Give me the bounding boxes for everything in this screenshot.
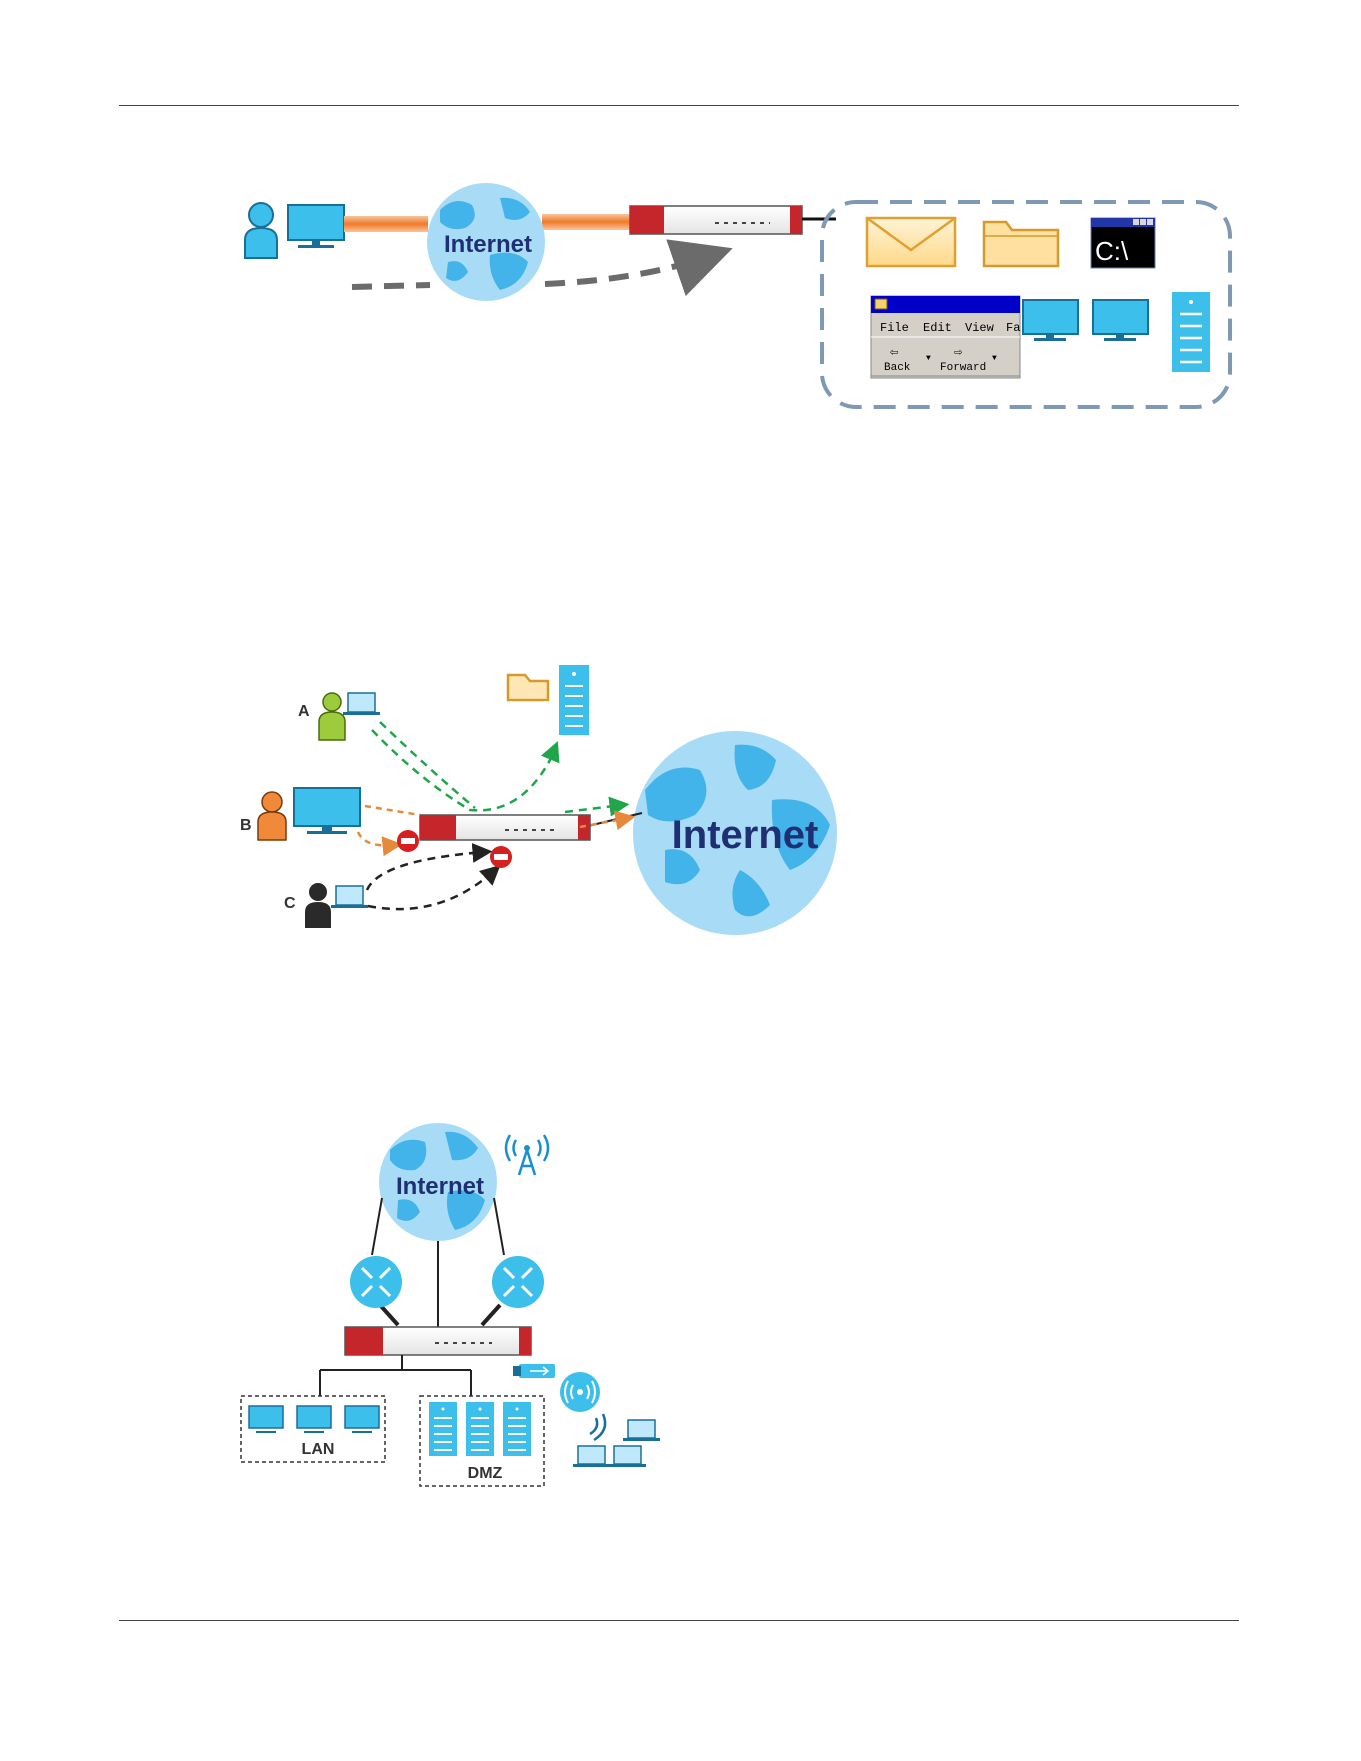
- router-left-firewall-link: [380, 1305, 398, 1325]
- server-icon: [429, 1402, 457, 1456]
- internet-label: Internet: [444, 231, 532, 258]
- globe-router-right-link: [494, 1198, 504, 1255]
- laptop-icon: [609, 1446, 646, 1467]
- lan-label: LAN: [302, 1441, 335, 1458]
- user-icon: [258, 792, 286, 840]
- folder-icon: [984, 222, 1058, 266]
- firewall-icon: [420, 815, 590, 840]
- user-a-internet-path: [565, 805, 622, 812]
- user-icon: [305, 883, 331, 928]
- wireless-signal-icon: [590, 1414, 605, 1440]
- monitor-icon: [249, 1406, 283, 1433]
- firewall-icon: [345, 1327, 531, 1355]
- user-c-blocked-path-2: [368, 870, 495, 909]
- monitor-icon: [1093, 300, 1148, 341]
- usb-dongle-icon: [513, 1364, 555, 1378]
- user-b-label: B: [240, 817, 252, 834]
- blocked-icon: [490, 846, 512, 868]
- cable-right: [542, 214, 630, 230]
- globe-router-left-link: [372, 1198, 382, 1255]
- explorer-menu-edit: Edit: [923, 321, 952, 335]
- diagram-3: Internet: [241, 1123, 660, 1486]
- laptop-icon: [573, 1446, 610, 1467]
- user-b-path-1: [365, 806, 420, 815]
- user-b-blocked-path: [358, 832, 395, 845]
- dmz-label: DMZ: [468, 1465, 503, 1482]
- explorer-forward-label: Forward: [940, 362, 986, 374]
- server-icon: [503, 1402, 531, 1456]
- explorer-menu-fa: Fa: [1006, 321, 1020, 335]
- monitor-icon: [294, 788, 360, 834]
- user-a-label: A: [298, 703, 310, 720]
- monitor-icon: [1023, 300, 1078, 341]
- cell-tower-icon: [506, 1135, 548, 1175]
- server-icon: [466, 1402, 494, 1456]
- user-a-allowed-path-2: [380, 722, 475, 808]
- monitor-icon: [297, 1406, 331, 1433]
- router-icon: [350, 1256, 402, 1308]
- user-icon: [245, 203, 277, 258]
- router-icon: [492, 1256, 544, 1308]
- user-c-blocked-path-1: [367, 852, 485, 890]
- blocked-icon: [397, 830, 419, 852]
- access-point-icon: [560, 1372, 600, 1412]
- mail-icon: [867, 218, 955, 266]
- user-icon: [319, 693, 345, 740]
- laptop-icon: [343, 693, 380, 715]
- user-c-label: C: [284, 895, 296, 912]
- server-icon: [1172, 292, 1210, 372]
- explorer-menu-view: View: [965, 321, 995, 335]
- folder-icon: [508, 675, 548, 700]
- cmd-prompt-text: C:\: [1095, 236, 1129, 266]
- firewall-icon: [630, 206, 802, 234]
- internet-label: Internet: [396, 1173, 484, 1200]
- monitor-icon: [345, 1406, 379, 1433]
- internet-label: Internet: [672, 813, 819, 857]
- server-icon: [559, 665, 589, 735]
- diagram-2: Internet A: [240, 665, 837, 935]
- explorer-forward-dropdown: ▼: [992, 354, 997, 363]
- laptop-icon: [331, 886, 368, 908]
- monitor-icon: [288, 205, 344, 248]
- explorer-back-label: Back: [884, 362, 911, 374]
- explorer-back-dropdown: ▼: [926, 354, 931, 363]
- diagram-1: Internet C:\: [245, 183, 1230, 407]
- laptop-icon: [623, 1420, 660, 1441]
- router-right-firewall-link: [482, 1305, 500, 1325]
- explorer-back-arrow: ⇦: [890, 345, 898, 361]
- explorer-forward-arrow: ⇨: [954, 345, 963, 361]
- explorer-menu-file: File: [880, 321, 909, 335]
- cable-left: [344, 216, 428, 232]
